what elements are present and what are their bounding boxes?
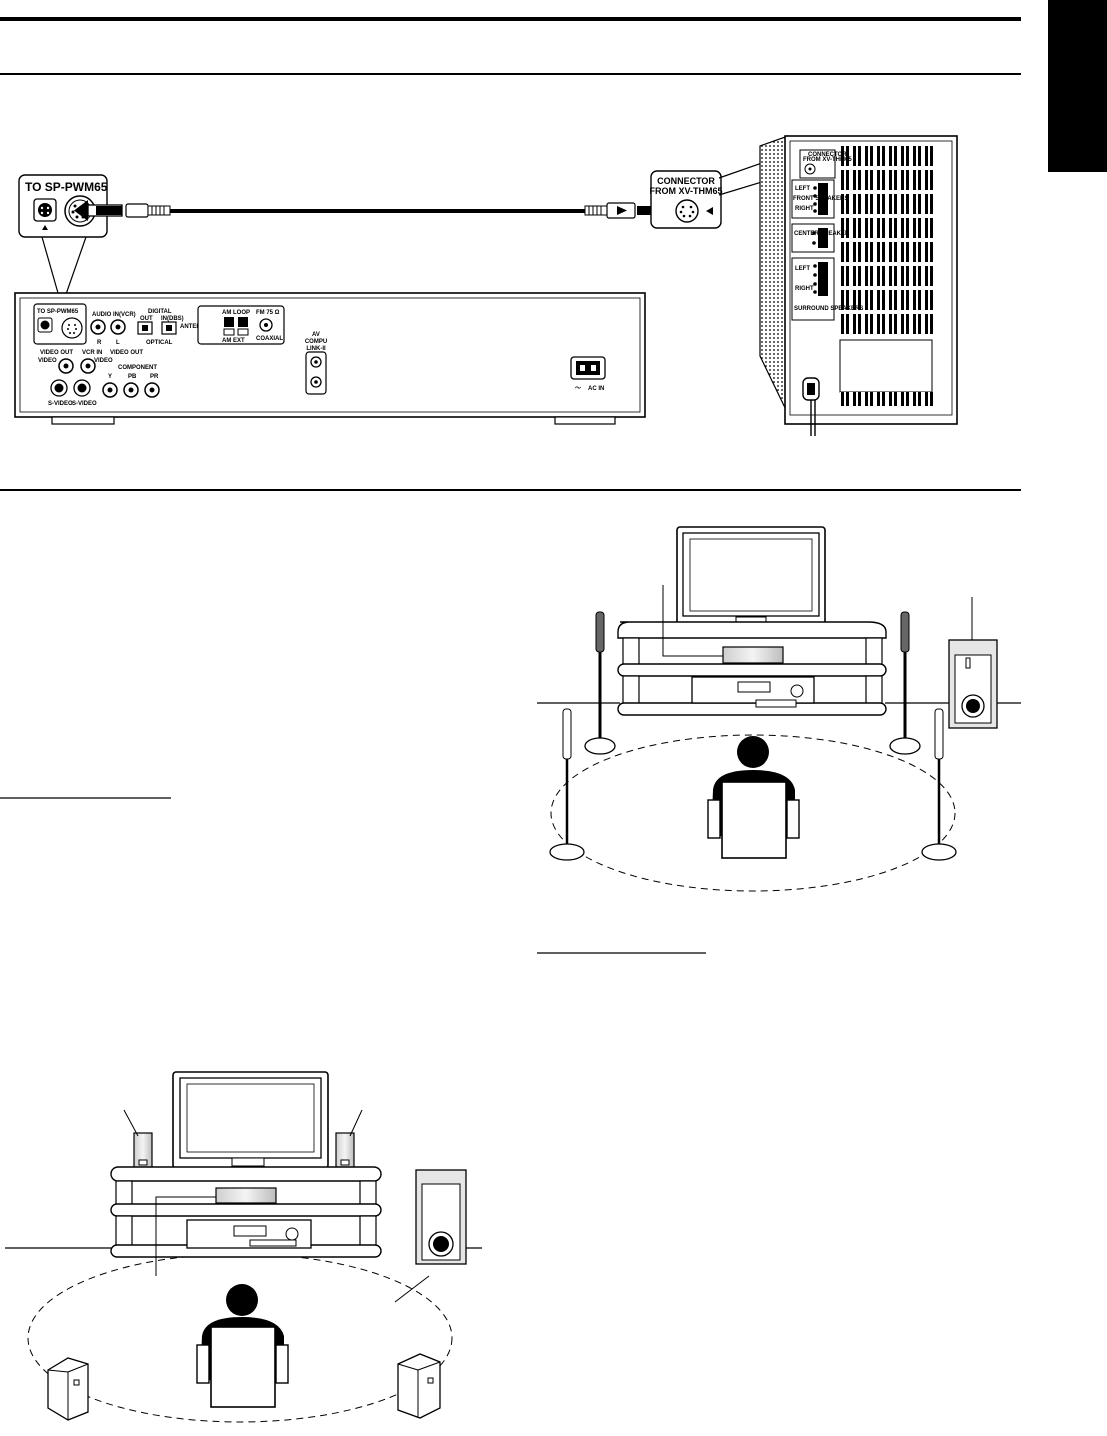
arrow-left-icon — [74, 200, 123, 221]
rear-video2-label: VIDEO — [94, 358, 113, 364]
rear-coaxial-label: COAXIAL — [256, 336, 283, 342]
rear-in-dbs-label: IN(DBS) — [161, 316, 184, 322]
rear-ac-in-label: AC IN — [588, 386, 604, 392]
callout-to-sp-label: TO SP-PWM65 — [25, 180, 108, 194]
rear-av-label: AV — [312, 332, 320, 338]
rear-audio-in-label: AUDIO IN(VCR) — [92, 312, 136, 318]
rear-antenna-label: ANTENNA — [180, 324, 210, 330]
rear-l-label: L — [116, 340, 120, 346]
rear-video-label: VIDEO — [38, 358, 57, 364]
rear-pb-label: PB — [128, 374, 137, 380]
callout-connector-line1: CONNECTOR — [657, 176, 715, 186]
rear-svideo-label: S-VIDEO — [48, 401, 73, 407]
sub-surround-speakers: SURROUND SPEAKERS — [794, 306, 863, 312]
rear-vcr-in-label: VCR IN — [82, 350, 102, 356]
rear-component-label: COMPONENT — [118, 365, 157, 371]
receiver-icon — [691, 676, 815, 708]
rear-r-label: R — [97, 340, 102, 346]
header-rules — [0, 17, 1021, 491]
callout-connector-from: CONNECTOR FROM XV-THM65 — [649, 154, 786, 229]
room-scene-tall-speakers — [537, 526, 1021, 892]
rear-video-out-label: VIDEO OUT — [40, 350, 73, 356]
sub-front-right: RIGHT — [795, 206, 814, 212]
sub-surround-right: RIGHT — [795, 286, 814, 292]
rear-compu-label: COMPU — [305, 339, 327, 345]
rear-y-label: Y — [108, 374, 112, 380]
rear-ac-symbol: ～ — [575, 386, 581, 392]
speaker-icon — [47, 1357, 89, 1421]
receiver-rear-panel: TO SP-PWM65 AUDIO IN(VCR) R L DIGITAL OU… — [14, 292, 646, 425]
rear-pr-label: PR — [150, 374, 159, 380]
rear-svideo2-label: S-VIDEO — [72, 401, 97, 407]
rear-to-sp-label: TO SP-PWM65 — [37, 309, 79, 315]
rear-fm-label: FM 75 Ω — [256, 310, 280, 316]
language-tab — [1048, 0, 1107, 172]
subwoofer-rear-panel: CONNECTOR FROM XV-THM65 LEFT FRONT SPEAK… — [759, 135, 958, 436]
sub-front-left: LEFT — [795, 186, 810, 192]
rear-optical-label: OPTICAL — [146, 340, 173, 346]
plug-icon — [802, 377, 820, 436]
room-scene-small-speakers — [5, 1071, 482, 1423]
rear-out-label: OUT — [140, 316, 153, 322]
subwoofer-icon — [948, 597, 998, 729]
sub-connector-label: CONNECTOR — [808, 152, 847, 158]
rear-am-ext-label: AM EXT — [222, 338, 245, 344]
callout-connector-line2: FROM XV-THM65 — [649, 186, 722, 196]
rear-video-out2-label: VIDEO OUT — [110, 350, 143, 356]
listener-icon — [707, 736, 800, 859]
rear-link-label: LINK-II — [306, 346, 326, 352]
connection-cable — [125, 202, 636, 219]
sub-connector-label2: FROM XV-THM65 — [803, 157, 852, 163]
tv-icon — [676, 526, 826, 630]
callout-to-sp: TO SP-PWM65 — [18, 174, 108, 301]
sub-surround-left: LEFT — [795, 266, 810, 272]
rear-digital-label: DIGITAL — [148, 309, 172, 315]
rear-am-loop-label: AM LOOP — [222, 310, 250, 316]
